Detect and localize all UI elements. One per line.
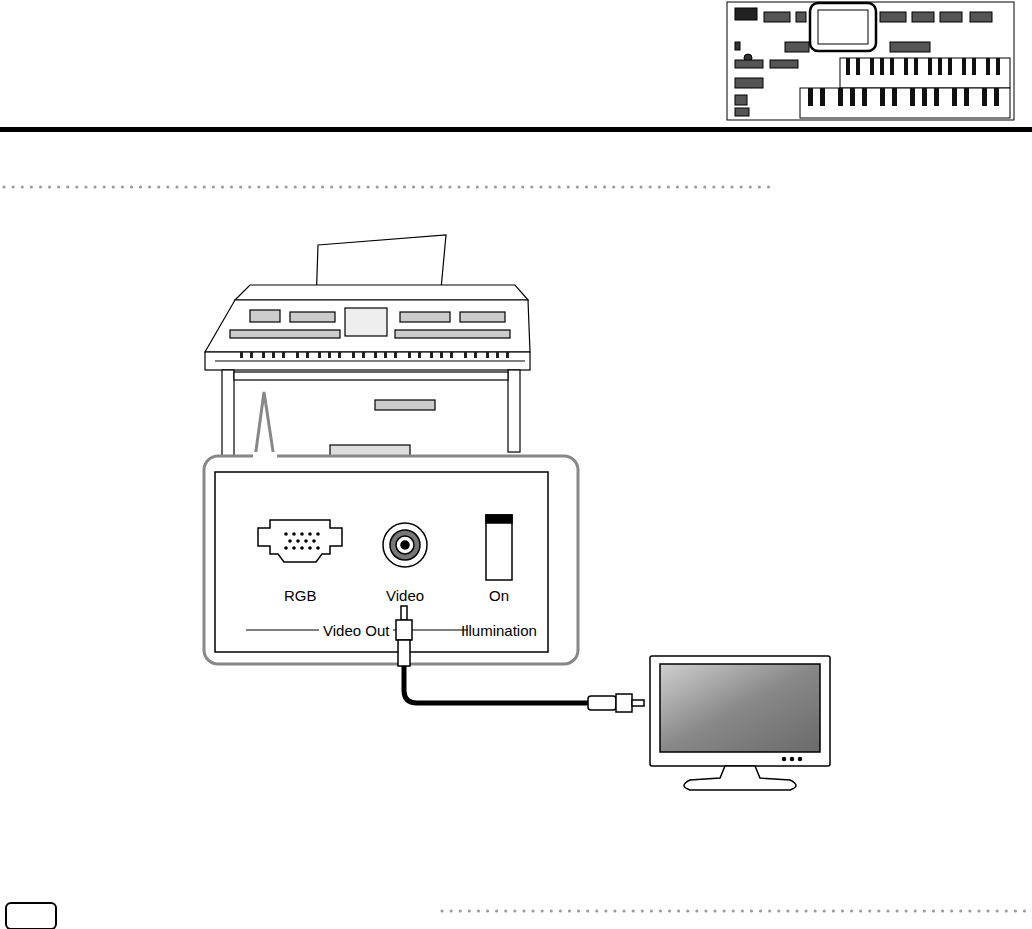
dotted-rule	[4, 186, 770, 189]
switch-label: Illumination	[461, 623, 537, 638]
connector-label: RGB	[284, 588, 317, 603]
group-label: Video Out	[319, 623, 393, 638]
video-cable	[396, 606, 644, 712]
organ-illustration	[205, 235, 530, 462]
note-icon	[6, 903, 56, 929]
rgb-connector	[258, 520, 342, 562]
dotted-rule	[442, 910, 1030, 913]
video-jack	[383, 523, 427, 567]
switch-label: On	[489, 588, 509, 603]
illumination-switch	[486, 515, 512, 580]
connector-label: Video	[386, 588, 424, 603]
organ-thumbnail	[727, 2, 1014, 120]
jack-panel-callout	[204, 392, 578, 664]
header-rule	[0, 127, 1032, 132]
tv-monitor	[650, 656, 830, 790]
